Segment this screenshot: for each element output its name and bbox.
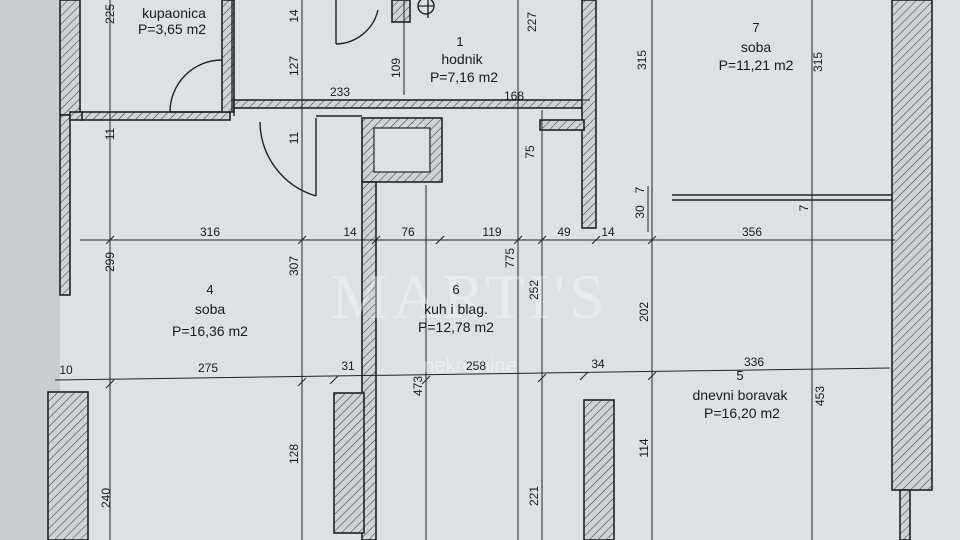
wall-shaft-leg [361,181,377,540]
wall-soba7-left [581,0,597,229]
wall-top-stub [391,0,411,23]
door-bath [169,59,223,113]
room-dnevni-area: P=16,20 m2 [704,405,780,421]
dim-10: 10 [59,363,73,377]
dimension-lines [54,0,895,540]
room-hodnik-num: 1 [456,34,463,49]
wall-pillar-right [583,399,615,540]
dim-473: 473 [411,376,425,396]
dim-168: 168 [504,89,524,103]
horizontal-dimensions: 316 14 76 119 49 14 356 10 275 31 258 34… [59,85,764,377]
dim-30: 30 [633,205,647,219]
dim-775: 775 [503,248,517,268]
room-kupaonica-name: kupaonica [142,5,206,21]
room-hodnik-area: P=7,16 m2 [430,69,498,85]
dim-240: 240 [99,488,113,508]
dim-316: 316 [200,225,220,239]
wall-room4-top [69,111,83,121]
dim-315: 315 [635,50,649,70]
dim-221: 221 [527,486,541,506]
dim-14b: 14 [601,225,615,239]
dim-127: 127 [287,56,301,76]
dim-14a: 14 [343,225,357,239]
dim-31: 31 [341,359,355,373]
wall-corridor-mid [233,99,590,109]
dim-76: 76 [401,225,415,239]
dim-14v: 14 [287,9,301,23]
dim-315b: 315 [811,52,825,72]
watermark-sub: nekretnine [423,355,516,377]
room-soba4-num: 4 [206,282,213,297]
dim-258: 258 [466,359,486,373]
room-soba4-area: P=16,36 m2 [172,323,248,339]
room-soba7-name: soba [741,39,772,55]
dim-34: 34 [591,357,605,371]
room-kuhinja-name: kuh i blag. [424,301,488,317]
dim-119: 119 [482,225,501,239]
dim-128: 128 [287,444,301,464]
dim-233: 233 [330,85,350,99]
dim-202: 202 [637,302,651,322]
room-kuhinja-area: P=12,78 m2 [418,319,494,335]
dim-75: 75 [523,145,537,159]
wall-left-lower [59,114,71,296]
dim-252: 252 [527,280,541,300]
dim-453: 453 [813,386,827,406]
dim-299: 299 [103,252,117,272]
room-hodnik-name: hodnik [441,51,483,67]
dim-7a: 7 [633,186,647,193]
wall-bath-right [221,0,235,113]
vertical-dimensions: 225 14 127 109 227 315 315 11 11 75 30 7… [99,4,827,508]
room-soba4-name: soba [195,301,226,317]
wall-right-bottom [899,489,911,540]
room-dnevni-num: 5 [736,368,743,383]
dim-356: 356 [742,225,762,239]
dim-11a: 11 [103,127,117,140]
wall-pillar-left [333,392,365,534]
room-kuhinja-num: 6 [452,282,459,297]
wall-kitchen-stub [539,119,585,131]
room-soba7-num: 7 [752,20,759,35]
dim-225: 225 [103,4,117,24]
dim-275: 275 [198,361,218,375]
wall-right [891,0,933,491]
wall-shaft-inner [373,127,431,173]
dim-336: 336 [744,355,764,369]
wall-left-bottom [47,391,89,540]
room-soba7-area: P=11,21 m2 [719,57,794,73]
dim-114: 114 [637,438,651,457]
dim-7b: 7 [797,204,811,211]
door-top [335,0,379,45]
wall-left [59,0,81,116]
dim-109: 109 [389,58,403,78]
wall-bath-top [79,111,231,121]
door-room4 [259,118,317,197]
room-dnevni-name: dnevni boravak [693,387,789,403]
dim-227: 227 [525,12,539,32]
room-kupaonica-area: P=3,65 m2 [138,21,206,37]
dim-11b: 11 [287,131,301,144]
dim-307: 307 [287,256,301,276]
dim-49: 49 [557,225,571,239]
dimension-ticks [105,235,657,389]
watermark-main: MARTI'S [331,261,609,332]
